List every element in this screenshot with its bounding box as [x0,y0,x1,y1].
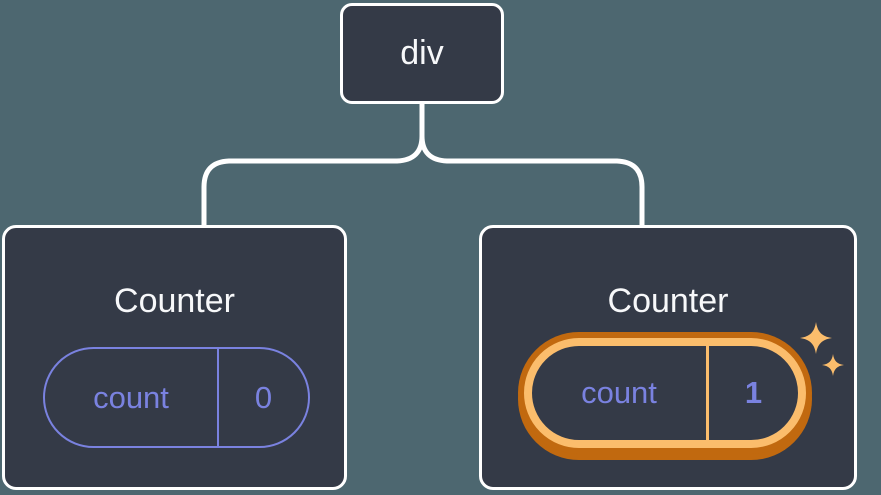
connector-left-branch [201,103,425,227]
state-value: 0 [217,349,308,446]
state-pill-highlighted: count 1 [524,338,806,448]
counter-node-left: Counter count 0 [2,225,347,490]
counter-title: Counter [114,282,235,320]
root-node-div: div [340,3,504,104]
counter-title: Counter [607,282,729,320]
connector-right-branch [419,103,645,227]
state-pill: count 0 [43,347,310,448]
sparkle-small [822,354,844,376]
state-key-label: count [93,379,169,415]
state-key-label: count [581,375,657,410]
root-node-label: div [400,34,444,72]
counter-node-right: Counter count 1 [479,225,857,490]
sparkles-icon [800,322,844,376]
sparkle-large [800,322,832,354]
state-value: 1 [706,346,798,440]
